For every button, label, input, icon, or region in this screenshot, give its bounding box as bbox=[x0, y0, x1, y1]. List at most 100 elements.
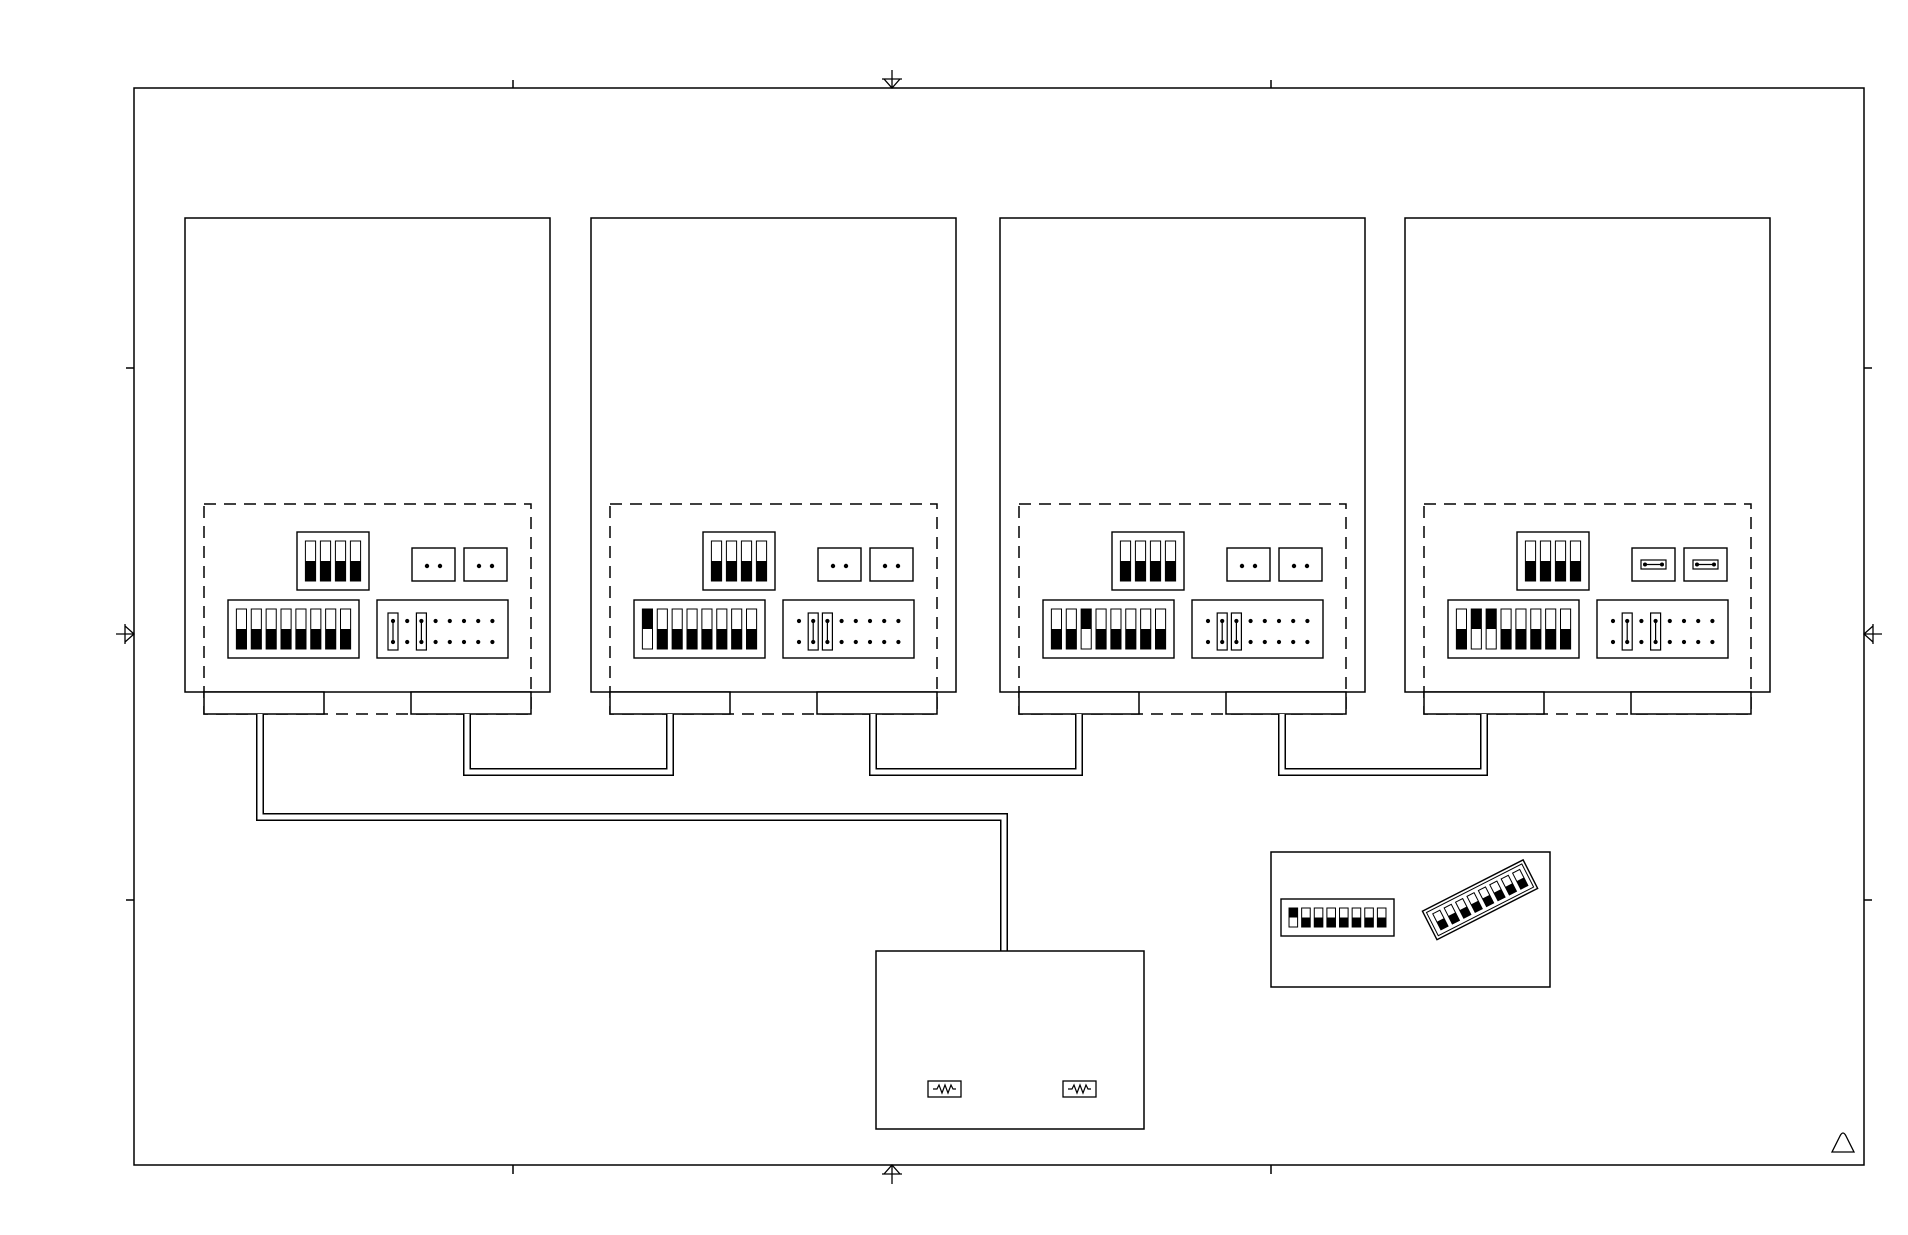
dip-switch-icon bbox=[716, 608, 728, 650]
jumper-shunt-icon bbox=[387, 612, 399, 651]
dip-switch-icon bbox=[1515, 608, 1527, 650]
unit-1 bbox=[184, 217, 551, 715]
dip-switch-icon bbox=[1432, 909, 1449, 931]
jumper-block-icon bbox=[1631, 547, 1676, 582]
daisy-chain-cable-1 bbox=[463, 714, 674, 776]
dip-switch-icon bbox=[1466, 892, 1483, 914]
pin-header bbox=[782, 599, 915, 659]
dip-switch-icon bbox=[1155, 608, 1167, 650]
jumper-shunt-icon bbox=[821, 612, 834, 651]
dip-switch-icon bbox=[1140, 608, 1152, 650]
daisy-chain-cable-3 bbox=[1278, 714, 1488, 776]
pin-header bbox=[376, 599, 509, 659]
dip-switch-icon bbox=[1485, 608, 1497, 650]
center-marker-bottom-icon bbox=[882, 1164, 902, 1184]
port-out bbox=[1630, 691, 1752, 715]
board-outline bbox=[1018, 503, 1347, 715]
board-outline bbox=[609, 503, 938, 715]
controller-box bbox=[875, 950, 1145, 1130]
jumper-shunt-icon bbox=[807, 612, 819, 651]
dip-switch-8 bbox=[1042, 599, 1175, 659]
dip-switch-icon bbox=[1326, 907, 1336, 928]
dip-switch-icon bbox=[1545, 608, 1557, 650]
jumper-block-icon bbox=[411, 547, 456, 582]
dip-switch-icon bbox=[656, 608, 668, 650]
dip-switch-icon bbox=[1554, 540, 1567, 582]
dip-switch-icon bbox=[1080, 608, 1092, 650]
center-marker-right-icon bbox=[1863, 624, 1882, 644]
unit-3 bbox=[999, 217, 1366, 715]
jumper-shunt-icon bbox=[1621, 612, 1633, 651]
dip-switch-icon bbox=[1477, 886, 1495, 908]
dip-switch-icon bbox=[1454, 897, 1472, 919]
pin-header bbox=[1596, 599, 1729, 659]
dip-switch-icon bbox=[1539, 540, 1552, 582]
jumper-shunt-icon bbox=[415, 612, 427, 651]
dip-switch-icon bbox=[731, 608, 743, 650]
dip-switch-icon bbox=[250, 608, 262, 650]
dip-switch-icon bbox=[1489, 880, 1506, 902]
jumper-block-icon bbox=[817, 547, 862, 582]
jumper-shunt-icon bbox=[1649, 612, 1662, 651]
dip-switch-icon bbox=[334, 540, 347, 582]
dip-switch-icon bbox=[1351, 907, 1362, 928]
dip-switch-4 bbox=[1516, 531, 1590, 591]
dip-switch-icon bbox=[1500, 608, 1512, 650]
port-in bbox=[1423, 691, 1545, 715]
dip-switch-icon bbox=[1511, 868, 1529, 890]
dip-switch-icon bbox=[1301, 907, 1311, 928]
dip-switch-icon bbox=[1065, 608, 1077, 650]
jumper-block-icon bbox=[1278, 547, 1323, 582]
dip-switch-icon bbox=[1050, 608, 1062, 650]
dip-switch-icon bbox=[1470, 608, 1482, 650]
controller-terminators bbox=[927, 1080, 1097, 1098]
dip-switch-icon bbox=[1443, 903, 1461, 925]
dip-switch-8 bbox=[1447, 599, 1580, 659]
dip-switch-icon bbox=[1455, 608, 1467, 650]
dip-switch-8 bbox=[227, 599, 360, 659]
jumper-shunt-icon bbox=[1230, 612, 1243, 651]
dip-switch-icon bbox=[1119, 540, 1132, 582]
legend-dip-angled bbox=[1421, 858, 1539, 941]
dip-switch-icon bbox=[235, 608, 247, 650]
dip-switch-4 bbox=[1111, 531, 1185, 591]
revision-triangle-icon bbox=[1830, 1132, 1856, 1153]
dip-switch-icon bbox=[1500, 874, 1518, 896]
legend-layer bbox=[1280, 858, 1539, 941]
port-out bbox=[816, 691, 938, 715]
dip-switch-icon bbox=[1125, 608, 1137, 650]
dip-switch-icon bbox=[1530, 608, 1542, 650]
dip-switch-icon bbox=[746, 608, 758, 650]
dip-switch-icon bbox=[740, 540, 753, 582]
dip-switch-icon bbox=[641, 608, 653, 650]
dip-switch-icon bbox=[725, 540, 738, 582]
dip-switch-icon bbox=[1095, 608, 1107, 650]
legend-dip-flat bbox=[1280, 898, 1395, 937]
dip-switch-icon bbox=[1364, 907, 1374, 928]
dip-switch-icon bbox=[280, 608, 292, 650]
daisy-chain-cable-2 bbox=[869, 714, 1083, 776]
drawing-border bbox=[126, 80, 1872, 1174]
dip-switch-icon bbox=[701, 608, 713, 650]
dip-switch-4 bbox=[702, 531, 776, 591]
jumper-block-icon bbox=[869, 547, 914, 582]
dip-switch-icon bbox=[1110, 608, 1122, 650]
dip-switch-icon bbox=[340, 608, 352, 650]
dip-switch-icon bbox=[1376, 907, 1387, 928]
dip-switch-8 bbox=[633, 599, 766, 659]
controller-cable bbox=[256, 714, 1008, 951]
board-outline bbox=[203, 503, 532, 715]
pin-header bbox=[1191, 599, 1324, 659]
jumper-block-icon bbox=[1683, 547, 1728, 582]
dip-switch-icon bbox=[710, 540, 723, 582]
dip-switch-icon bbox=[1524, 540, 1537, 582]
terminator-resistor-icon bbox=[927, 1080, 962, 1098]
board-outline bbox=[1423, 503, 1752, 715]
unit-4 bbox=[1404, 217, 1771, 715]
dip-switch-icon bbox=[1164, 540, 1177, 582]
dip-switch-icon bbox=[304, 540, 317, 582]
dip-switch-icon bbox=[295, 608, 307, 650]
terminator-resistor-icon bbox=[1062, 1080, 1097, 1098]
